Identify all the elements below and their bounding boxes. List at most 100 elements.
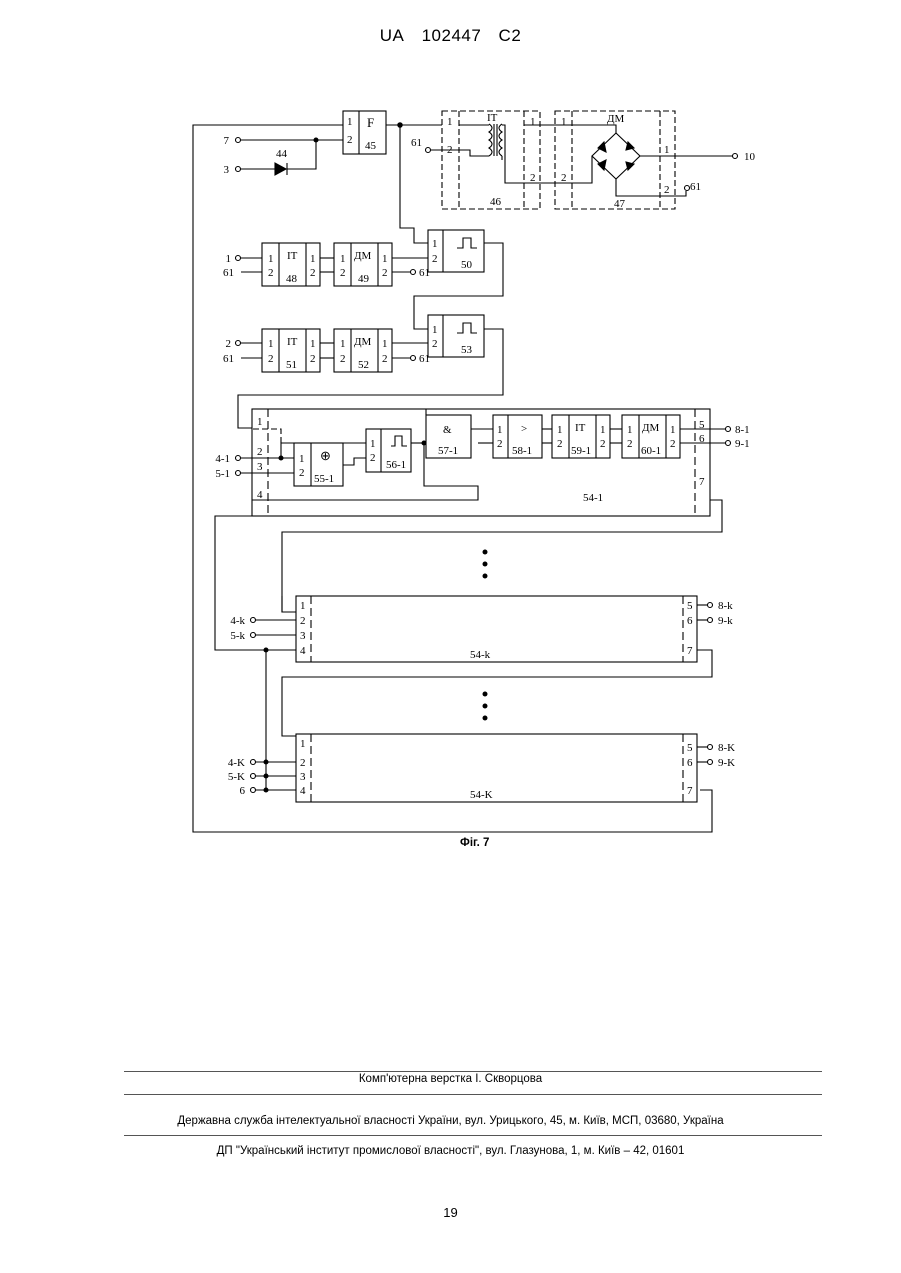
label-54-K-p5: 5 xyxy=(687,742,693,754)
feedback-wire xyxy=(193,125,712,832)
label-60-o2: 2 xyxy=(670,438,676,450)
label-out-8-K: 8-K xyxy=(718,742,735,754)
label-59-o1: 1 xyxy=(600,424,606,436)
block-diagram-figure: 7 3 44 1 2 F 45 1 2 IT 1 2 46 1 2 ДМ 1 2… xyxy=(0,0,901,900)
label-47-p2: 2 xyxy=(561,172,567,184)
label-57-1: 57-1 xyxy=(438,445,458,457)
block-50 xyxy=(428,230,484,272)
label-54-k-p6: 6 xyxy=(687,615,693,627)
label-in-5-1: 5-1 xyxy=(215,468,230,480)
label-49-p1: 1 xyxy=(340,253,346,265)
label-47: 47 xyxy=(614,198,626,210)
label-54-K-p4: 4 xyxy=(300,785,306,797)
footer-divider-2 xyxy=(124,1094,822,1095)
label-in-61-c: 61 xyxy=(223,353,234,365)
label-in-1: 1 xyxy=(226,253,232,265)
label-58-p2: 2 xyxy=(497,438,503,450)
label-48-o1: 1 xyxy=(310,253,316,265)
label-46: 46 xyxy=(490,196,502,208)
label-46-p2: 2 xyxy=(447,144,453,156)
label-51-o1: 1 xyxy=(310,338,316,350)
label-gt: > xyxy=(521,423,527,435)
label-it-46: IT xyxy=(487,112,498,124)
label-49: 49 xyxy=(358,273,370,285)
label-54-K-p1: 1 xyxy=(300,738,306,750)
footer-service-address: Державна служба інтелектуальної власност… xyxy=(0,1115,901,1127)
label-and: & xyxy=(443,424,452,436)
label-59-1: 59-1 xyxy=(571,445,591,457)
label-out-9-1: 9-1 xyxy=(735,438,750,450)
label-47-p1: 1 xyxy=(561,116,567,128)
module-54-k xyxy=(296,596,697,662)
label-f: F xyxy=(367,115,374,130)
label-47-o1: 1 xyxy=(664,144,670,156)
label-in-61-a: 61 xyxy=(223,267,234,279)
label-59-p1: 1 xyxy=(557,424,563,436)
label-54-1-p3: 3 xyxy=(257,461,263,473)
label-54-k: 54-k xyxy=(470,649,491,661)
label-54-1: 54-1 xyxy=(583,492,603,504)
page-number: 19 xyxy=(0,1205,901,1220)
label-60-p1: 1 xyxy=(627,424,633,436)
label-52-p2: 2 xyxy=(340,353,346,365)
label-dm-49: ДМ xyxy=(354,250,372,262)
label-58-1: 58-1 xyxy=(512,445,532,457)
label-45-p2: 2 xyxy=(347,134,353,146)
footer-divider-3 xyxy=(124,1135,822,1136)
label-in-4-1: 4-1 xyxy=(215,453,230,465)
label-out-61: 61 xyxy=(690,181,701,193)
label-55-1: 55-1 xyxy=(314,473,334,485)
label-52-o2: 2 xyxy=(382,353,388,365)
footer-layout-credit: Комп'ютерна верстка І. Скворцова xyxy=(0,1073,901,1085)
label-54-K: 54-K xyxy=(470,789,493,801)
label-in-2: 2 xyxy=(226,338,232,350)
label-50-p2: 2 xyxy=(432,253,438,265)
label-out-8-1: 8-1 xyxy=(735,424,750,436)
label-53: 53 xyxy=(461,344,473,356)
block-47 xyxy=(555,111,675,209)
label-50-p1: 1 xyxy=(432,238,438,250)
label-44: 44 xyxy=(276,148,288,160)
label-49-o1: 1 xyxy=(382,253,388,265)
label-dm-60: ДМ xyxy=(642,422,660,434)
label-54-1-p4: 4 xyxy=(257,489,263,501)
label-52-o1: 1 xyxy=(382,338,388,350)
label-46-p1: 1 xyxy=(447,116,453,128)
label-54-k-p1: 1 xyxy=(300,600,306,612)
label-in-61-top: 61 xyxy=(411,137,422,149)
label-60-1: 60-1 xyxy=(641,445,661,457)
label-out-8-k: 8-k xyxy=(718,600,733,612)
label-45-p1: 1 xyxy=(347,116,353,128)
label-48: 48 xyxy=(286,273,298,285)
label-54-1-p7: 7 xyxy=(699,476,705,488)
label-54-K-p6: 6 xyxy=(687,757,693,769)
label-48-o2: 2 xyxy=(310,267,316,279)
label-xor: ⊕ xyxy=(320,448,331,463)
label-out-10: 10 xyxy=(744,151,756,163)
label-54-1-p1: 1 xyxy=(257,416,263,428)
label-55-p2: 2 xyxy=(299,467,305,479)
label-dm-47: ДМ xyxy=(607,113,625,125)
label-54-k-p2: 2 xyxy=(300,615,306,627)
label-out-9-K: 9-K xyxy=(718,757,735,769)
label-54-k-p3: 3 xyxy=(300,630,306,642)
label-61-d: 61 xyxy=(419,353,430,365)
label-48-p2: 2 xyxy=(268,267,274,279)
label-dm-52: ДМ xyxy=(354,336,372,348)
label-59-p2: 2 xyxy=(557,438,563,450)
label-52-p1: 1 xyxy=(340,338,346,350)
label-54-1-p2: 2 xyxy=(257,446,263,458)
diode-44 xyxy=(275,163,286,175)
label-48-p1: 1 xyxy=(268,253,274,265)
label-it-59: IT xyxy=(575,422,586,434)
label-in-5-k: 5-k xyxy=(230,630,245,642)
label-in-7: 7 xyxy=(224,135,230,147)
label-56-p2: 2 xyxy=(370,452,376,464)
diode-bridge xyxy=(592,133,640,179)
label-55-p1: 1 xyxy=(299,453,305,465)
label-in-5-K: 5-K xyxy=(228,771,245,783)
label-59-o2: 2 xyxy=(600,438,606,450)
footer-divider-1 xyxy=(124,1071,822,1072)
label-47-o2: 2 xyxy=(664,184,670,196)
label-54-1-p6: 6 xyxy=(699,433,705,445)
